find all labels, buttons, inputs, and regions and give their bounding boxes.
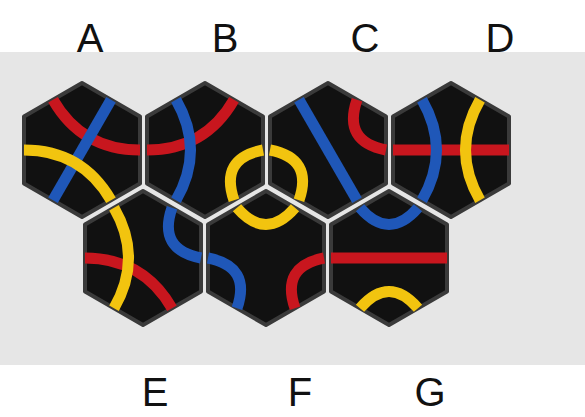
tantrix-tile: [393, 83, 509, 217]
tile-line: [360, 292, 418, 309]
tile-body: [270, 83, 386, 217]
tile-body: [147, 83, 263, 217]
tile-line: [114, 208, 129, 309]
tantrix-tile: [208, 191, 324, 325]
tile-letter: G: [414, 372, 445, 412]
tantrix-tile: [85, 191, 201, 325]
tile-line: [353, 100, 386, 150]
tile-letter: C: [351, 18, 380, 58]
tile-body: [393, 83, 509, 217]
tile-line: [393, 145, 509, 156]
tantrix-tile: [147, 83, 263, 217]
tile-line: [422, 100, 437, 201]
tile-line: [291, 258, 324, 308]
tile-line: [237, 208, 295, 225]
tile-line: [176, 100, 191, 201]
tile-line: [360, 208, 418, 225]
tantrix-tile: [270, 83, 386, 217]
tile-line: [230, 150, 263, 200]
tile-body: [24, 83, 140, 217]
tile-body: [208, 191, 324, 325]
tile-line: [270, 150, 303, 200]
tile-line: [208, 258, 241, 308]
tile-letter: F: [288, 372, 312, 412]
tile-letter: D: [486, 18, 515, 58]
tile-line: [466, 100, 481, 201]
tile-line: [331, 253, 447, 264]
tile-letter: E: [142, 372, 169, 412]
tile-letter: B: [212, 18, 239, 58]
tile-letter: A: [77, 18, 104, 58]
tile-body: [85, 191, 201, 325]
tile-line: [24, 150, 111, 200]
background-band: [0, 52, 585, 365]
tile-line: [168, 208, 201, 258]
tantrix-tile: [24, 83, 140, 217]
tantrix-tile: [331, 191, 447, 325]
tile-body: [331, 191, 447, 325]
